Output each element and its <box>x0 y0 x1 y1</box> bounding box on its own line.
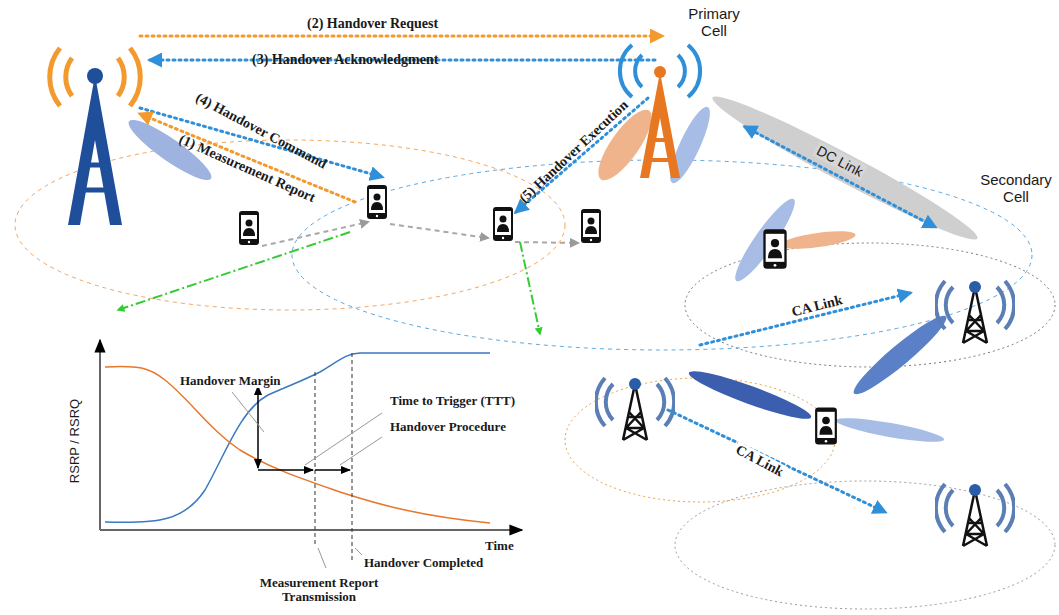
chart-label: RSRP / RSRQ <box>68 397 82 485</box>
cell-tower <box>50 48 141 225</box>
cell-tower: Secondary Cell <box>935 172 1053 344</box>
dc-link <box>745 127 935 227</box>
chart-label: Time to Trigger (TTT) <box>388 394 517 408</box>
message-label: (2) Handover Request <box>305 16 440 31</box>
cell-name: Primary Cell <box>683 6 745 39</box>
cell-tower <box>936 484 1014 546</box>
cell-tower <box>596 378 674 440</box>
chart-label: Handover Margin <box>178 374 283 388</box>
chart-label: Handover Completed <box>362 556 485 570</box>
message-label: (3) Handover Acknowledgment <box>250 52 440 67</box>
cell-tower: Primary Cell <box>620 6 745 182</box>
chart-label: Time <box>483 539 516 553</box>
cell-tower <box>936 281 1014 343</box>
signal-chart <box>100 340 522 568</box>
chart-label: Measurement Report Transmission <box>232 576 406 605</box>
chart-label: Handover Procedure <box>388 420 508 434</box>
cell-name: Secondary Cell <box>979 172 1053 205</box>
